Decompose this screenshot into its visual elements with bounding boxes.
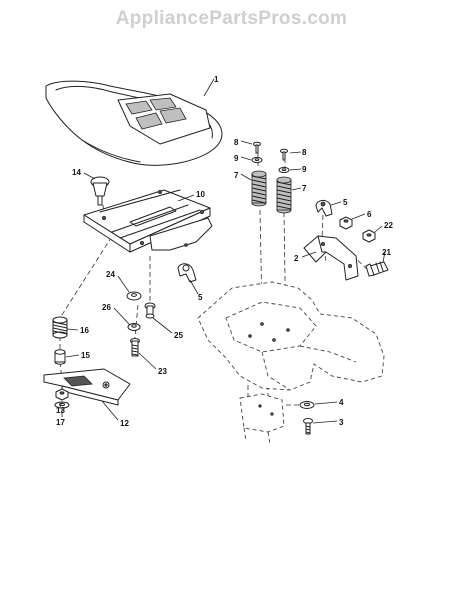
spring-16 <box>52 316 68 339</box>
leader-lines <box>59 78 386 424</box>
callout-1: 1 <box>214 75 219 84</box>
washer-17 <box>54 401 70 409</box>
callout-8-left: 8 <box>234 138 239 147</box>
callout-17: 17 <box>56 418 65 427</box>
callout-15: 15 <box>81 351 90 360</box>
pin-8-right <box>280 148 288 161</box>
bolt-23 <box>130 338 140 357</box>
callout-3: 3 <box>339 418 344 427</box>
callout-6: 6 <box>367 210 372 219</box>
callout-22: 22 <box>384 221 393 230</box>
seat-cushion <box>45 80 223 166</box>
bolt-21 <box>365 261 389 277</box>
callout-7-right: 7 <box>302 184 307 193</box>
callout-21: 21 <box>382 248 391 257</box>
hex-nut-22 <box>362 229 376 243</box>
adjustment-knob <box>90 176 110 206</box>
seat-pan-bracket <box>83 189 213 253</box>
watermark-text: AppliancePartsPros.com <box>115 8 348 29</box>
callout-8-right: 8 <box>302 148 307 157</box>
washer-4 <box>299 401 315 409</box>
lower-mount-phantom <box>239 393 285 445</box>
callout-5-right: 5 <box>343 198 348 207</box>
callout-5-left: 5 <box>198 293 203 302</box>
shoulder-bolt-25 <box>144 302 156 319</box>
callout-10: 10 <box>196 190 205 199</box>
clip-left <box>177 263 197 283</box>
callout-13: 13 <box>56 406 65 415</box>
callout-25: 25 <box>174 331 183 340</box>
callout-4: 4 <box>339 398 344 407</box>
hinge-plate <box>43 368 131 406</box>
callout-26: 26 <box>102 303 111 312</box>
bolt-3 <box>303 418 313 435</box>
callout-2: 2 <box>294 254 299 263</box>
washer-24 <box>126 291 142 301</box>
spring-7-left <box>251 170 267 207</box>
flange-nut-6 <box>339 216 353 230</box>
callout-9-right: 9 <box>302 165 307 174</box>
seat-adjust-bracket <box>303 235 359 281</box>
spring-7-right <box>276 176 292 214</box>
callout-14: 14 <box>72 168 81 177</box>
tractor-body-phantom <box>197 281 385 391</box>
clip-right <box>315 199 333 217</box>
callout-16: 16 <box>80 326 89 335</box>
washer-9-right <box>278 166 290 174</box>
bushing-15 <box>54 349 66 365</box>
callout-24: 24 <box>106 270 115 279</box>
pin-8-left <box>253 141 261 154</box>
washer-26 <box>127 323 141 331</box>
callout-numbers: 1 2 3 4 5 5 6 7 7 8 8 9 9 10 12 13 14 15… <box>56 75 393 428</box>
hex-nut-13 <box>55 388 69 401</box>
callout-7-left: 7 <box>234 171 239 180</box>
callout-23: 23 <box>158 367 167 376</box>
callout-12: 12 <box>120 419 129 428</box>
callout-9-left: 9 <box>234 154 239 163</box>
washer-9-left <box>251 156 263 164</box>
